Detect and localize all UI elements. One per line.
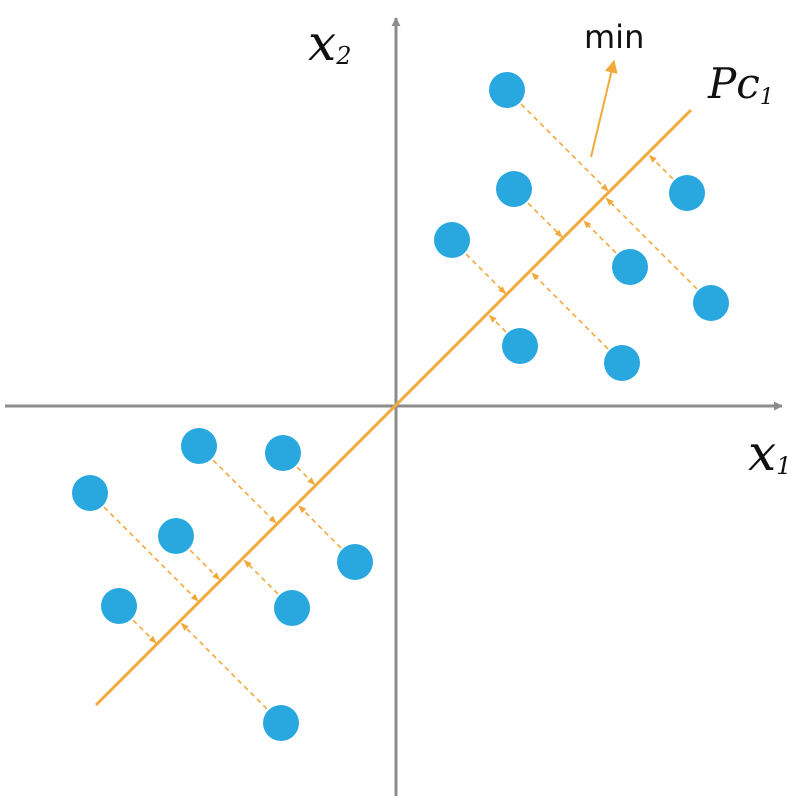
projection-arrow-15	[243, 559, 279, 595]
projection-arrow-16	[180, 622, 268, 710]
min-label: min	[584, 18, 644, 56]
pc1-label: Pc1	[707, 59, 774, 110]
projection-arrow-8	[605, 197, 698, 290]
data-point-16	[263, 705, 299, 741]
data-point-4	[612, 249, 648, 285]
min-arrow	[590, 59, 618, 158]
projection-arrow-6	[488, 314, 507, 333]
data-point-11	[72, 475, 108, 511]
projection-arrow-7	[531, 272, 609, 350]
data-point-6	[502, 328, 538, 364]
projection-arrow-13	[298, 505, 342, 549]
projection-arrow-9	[212, 459, 277, 524]
y-axis-label-subscript: 2	[335, 42, 351, 70]
projection-arrow-2	[527, 202, 563, 238]
x-axis-label-subscript: 1	[776, 452, 791, 480]
x-axis-label-main: x	[748, 424, 776, 482]
projection-arrow-1	[520, 103, 609, 192]
projection-arrow-12	[189, 549, 221, 581]
x-axis-label: x1	[748, 424, 791, 482]
projection-arrow-14	[132, 619, 157, 644]
pc1-label-subscript: 1	[760, 85, 774, 110]
pc1-line	[94, 108, 693, 707]
pc1-label-main: Pc	[707, 59, 760, 108]
data-point-10	[265, 435, 301, 471]
data-point-3	[434, 222, 470, 258]
data-point-12	[158, 518, 194, 554]
projection-arrows	[103, 103, 698, 710]
y-axis-label: x2	[308, 14, 351, 72]
projection-arrow-5	[648, 154, 674, 180]
data-point-7	[604, 345, 640, 381]
projection-arrow-10	[296, 466, 316, 486]
data-points	[72, 72, 729, 741]
data-point-9	[181, 428, 217, 464]
data-point-13	[337, 544, 373, 580]
data-point-1	[489, 72, 525, 108]
data-point-2	[496, 171, 532, 207]
projection-arrow-3	[465, 253, 507, 295]
projection-arrow-4	[583, 220, 617, 254]
data-point-8	[693, 285, 729, 321]
data-point-15	[274, 590, 310, 626]
data-point-14	[101, 588, 137, 624]
data-point-5	[669, 175, 705, 211]
projection-arrow-11	[103, 506, 199, 602]
y-axis-label-main: x	[308, 14, 336, 72]
